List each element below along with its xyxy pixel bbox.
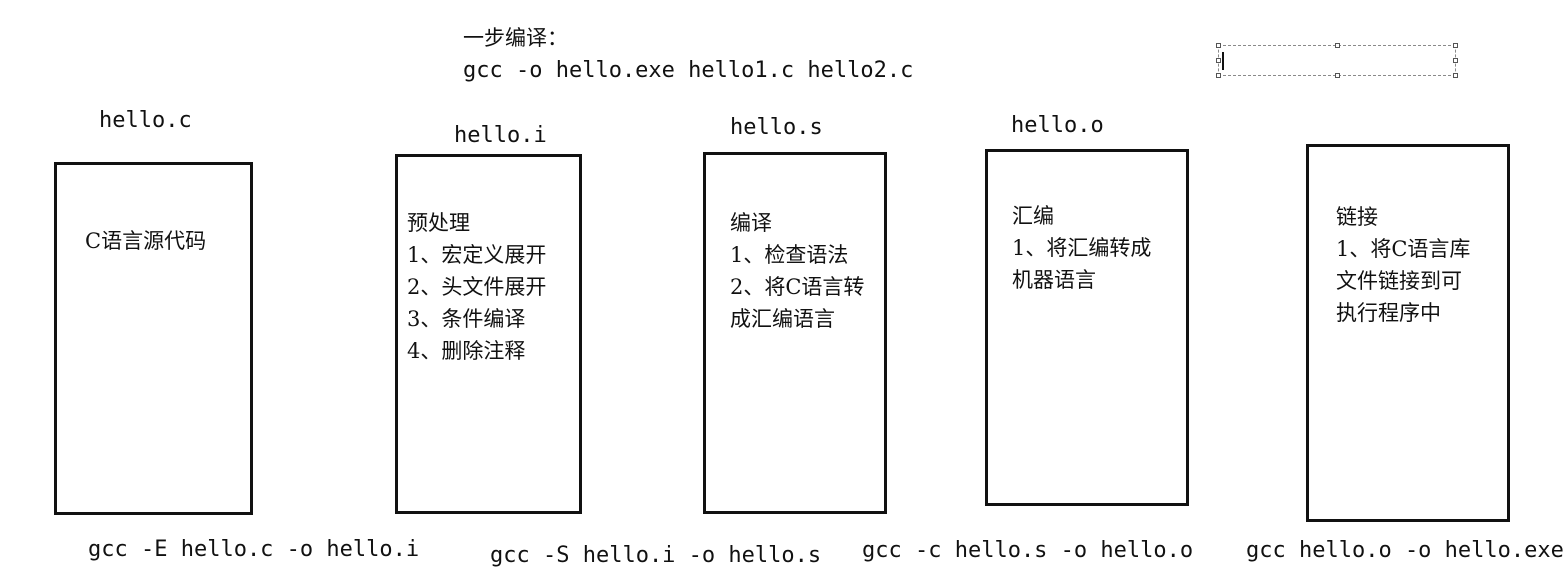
resize-handle-top-right[interactable]	[1453, 43, 1458, 48]
text-cursor	[1222, 52, 1224, 70]
resize-handle-middle-left[interactable]	[1216, 58, 1221, 63]
stage-text-line: 机器语言	[1012, 268, 1096, 292]
stage-text-line: 1、宏定义展开	[407, 243, 547, 267]
stage-box-link: 链接 1、将C语言库 文件链接到可 执行程序中	[1306, 144, 1510, 522]
stage-text-line: C语言源代码	[85, 229, 207, 253]
command-link: gcc hello.o -o hello.exe	[1246, 538, 1564, 563]
stage-text-line: 1、检查语法	[730, 243, 849, 267]
command-compile: gcc -S hello.i -o hello.s	[490, 543, 822, 568]
stage-text-line: 预处理	[407, 211, 470, 235]
command-preprocess: gcc -E hello.c -o hello.i	[88, 537, 420, 562]
resize-handle-top-left[interactable]	[1216, 43, 1221, 48]
stage-text-line: 编译	[730, 211, 772, 235]
stage-text-line: 1、将C语言库	[1336, 237, 1471, 261]
file-label-hello-s: hello.s	[730, 115, 823, 140]
stage-text-line: 成汇编语言	[730, 307, 835, 331]
resize-handle-middle-right[interactable]	[1453, 58, 1458, 63]
one-step-command: gcc -o hello.exe hello1.c hello2.c	[463, 58, 914, 83]
file-label-hello-o: hello.o	[1011, 113, 1104, 138]
stage-box-preprocess: 预处理 1、宏定义展开 2、头文件展开 3、条件编译 4、删除注释	[395, 154, 582, 514]
file-label-hello-i: hello.i	[454, 123, 547, 148]
stage-box-source: C语言源代码	[54, 162, 253, 515]
resize-handle-top-middle[interactable]	[1335, 43, 1340, 48]
one-step-title: 一步编译：	[463, 26, 568, 50]
stage-text-line: 链接	[1336, 205, 1378, 229]
file-label-hello-c: hello.c	[99, 108, 192, 133]
resize-handle-bottom-right[interactable]	[1453, 73, 1458, 78]
stage-text-line: 4、删除注释	[407, 339, 526, 363]
stage-text-line: 1、将汇编转成	[1012, 236, 1152, 260]
command-assemble: gcc -c hello.s -o hello.o	[862, 538, 1194, 563]
resize-handle-bottom-middle[interactable]	[1335, 73, 1340, 78]
resize-handle-bottom-left[interactable]	[1216, 73, 1221, 78]
stage-text-line: 执行程序中	[1336, 301, 1441, 325]
stage-text-line: 2、将C语言转	[730, 275, 865, 299]
stage-box-assemble: 汇编 1、将汇编转成 机器语言	[985, 149, 1189, 506]
stage-text-line: 2、头文件展开	[407, 275, 547, 299]
stage-box-compile: 编译 1、检查语法 2、将C语言转 成汇编语言	[703, 152, 887, 514]
stage-text-line: 文件链接到可	[1336, 269, 1462, 293]
stage-text-line: 3、条件编译	[407, 307, 526, 331]
stage-text-line: 汇编	[1012, 204, 1054, 228]
selected-text-box[interactable]	[1216, 43, 1458, 78]
